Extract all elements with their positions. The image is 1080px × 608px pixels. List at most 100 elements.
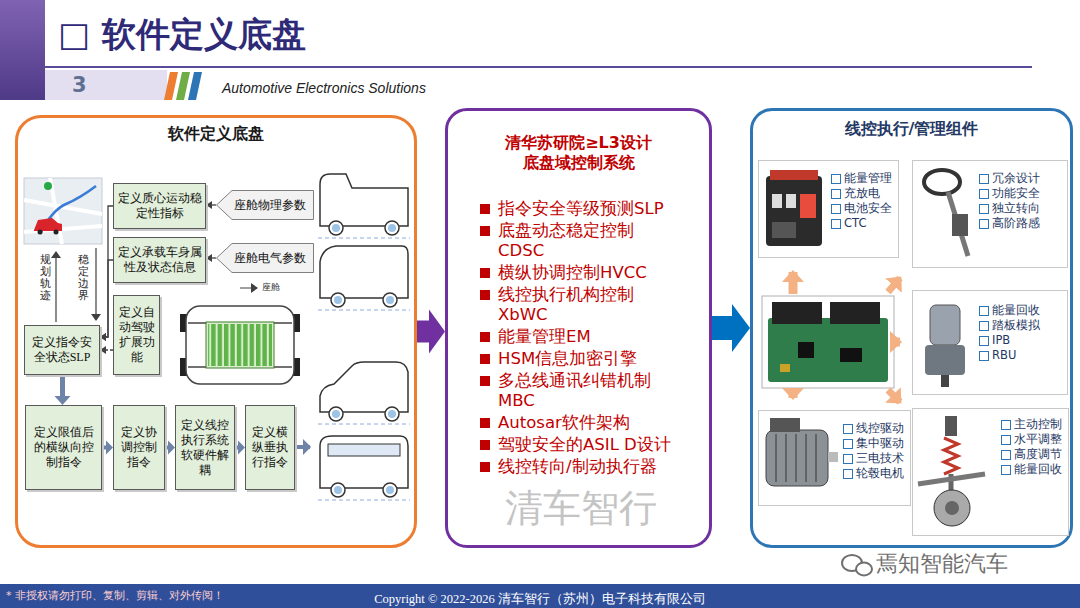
connector (235, 441, 245, 455)
bullet-square (480, 418, 490, 428)
bullet-item: 多总线通讯纠错机制MBC (498, 371, 658, 411)
connector-line (106, 349, 113, 350)
bullet-item: 指令安全等级预测SLP (498, 199, 683, 219)
label-slot: * 非授权请勿打印、复制、剪辑、对外传阅！ (6, 589, 224, 603)
bullet-item: 底盘动态稳定控制CDSC (498, 221, 648, 261)
connector (417, 310, 445, 354)
vehicle-picture (331, 483, 345, 497)
panel-title: 线控执行/管理组件 (753, 119, 1070, 139)
component-group: 线控驱动集中驱动三电技术轮毂电机 (758, 410, 911, 506)
bullet-item: 线控转向/制动执行器 (498, 457, 683, 477)
vehicle-picture (318, 238, 410, 500)
controller-board (830, 302, 880, 324)
checkbox-icon (843, 439, 853, 449)
connector (206, 254, 216, 262)
map-picture (54, 230, 59, 235)
flow-arrow (789, 272, 798, 294)
footer-band (0, 584, 1080, 608)
component-photo (918, 474, 985, 484)
feature-item: RBU (992, 348, 1016, 363)
feature-item: 高阶路感 (992, 216, 1040, 231)
vehicle-picture (332, 224, 396, 494)
vehicle-picture (334, 486, 342, 494)
arrow-box: 座舱物理参数 (216, 190, 314, 220)
box-label: 定义限值后的横纵向控制指令 (29, 425, 98, 470)
vehicle-picture (385, 407, 399, 421)
connector-line (212, 204, 216, 205)
process-box: 定义承载车身属性及状态信息 (113, 237, 206, 283)
feature-item: 能量管理 (844, 171, 892, 186)
arrow-head (100, 333, 106, 341)
signal-arrow (55, 252, 56, 322)
connector-line (212, 257, 216, 258)
controller-board (780, 364, 790, 372)
connector-line (235, 446, 238, 450)
header-band (176, 72, 190, 100)
connector (165, 441, 175, 455)
process-box: 定义限值后的横纵向控制指令 (25, 405, 102, 490)
label-slot: 座舱 (262, 282, 280, 293)
bullet-item: 横纵协调控制HVCC (498, 263, 683, 283)
bullet-item: Autosar软件架构 (498, 413, 683, 433)
checkbox-icon (1001, 435, 1011, 445)
box-label: 座舱物理参数 (234, 198, 306, 213)
process-box: 定义指令安全状态SLP (24, 325, 100, 375)
copyright: Copyright © 2022-2026 清车智行（苏州）电子科技有限公司 (374, 591, 706, 607)
component-photo (948, 192, 968, 256)
checkbox-icon (979, 174, 989, 184)
bullet-item: 线控执行机构控制XbWC (498, 285, 648, 325)
box-label: 定义自动驾驶扩展功能 (117, 305, 156, 365)
title-slot: □ 软件定义底盘 (58, 14, 306, 54)
flow-arrow (789, 390, 798, 398)
feature-item: 能量回收 (992, 303, 1040, 318)
component-group: 主动控制水平调整高度调节能量回收 (912, 408, 1069, 536)
component-photo (800, 194, 816, 218)
connector (102, 441, 113, 455)
box-label: 定义线控执行系统软硬件解耦 (179, 418, 231, 478)
box-label: 定义协调控制指令 (117, 425, 161, 470)
vehicle-picture (332, 224, 340, 232)
component-photo (776, 434, 816, 482)
vehicle-picture (320, 246, 408, 298)
bullet-item: 驾驶安全的ASIL D设计 (498, 435, 683, 455)
header-band (0, 0, 45, 100)
feature-item: 集中驱动 (856, 436, 904, 451)
connector-line (712, 316, 732, 340)
feature-item: 水平调整 (1014, 432, 1062, 447)
connector (100, 260, 113, 341)
chassis-picture (186, 306, 294, 384)
arrow-outline (217, 244, 314, 273)
vehicle-picture (331, 293, 345, 307)
checkbox-icon (979, 219, 989, 229)
bullet-square (480, 332, 490, 342)
bullet-item: 能量管理EM (498, 327, 683, 347)
process-box: 定义横纵垂执行指令 (245, 405, 295, 490)
checkbox-icon (979, 351, 989, 361)
header-band (188, 72, 202, 100)
header-band (164, 72, 178, 100)
checkbox-icon (843, 454, 853, 464)
arrow-outline (217, 191, 314, 220)
feature-item: 踏板模拟 (992, 318, 1040, 333)
vehicle-picture (388, 224, 396, 232)
component-photo (924, 170, 960, 194)
bullet-square (480, 226, 490, 236)
controller-board (840, 348, 862, 362)
panel: 线控执行/管理组件能量管理充放电电池安全CTC冗余设计功能安全独立转向高阶路感能… (750, 108, 1073, 548)
map-picture (24, 178, 102, 244)
arrow-head (55, 396, 71, 405)
signal-arrow (240, 288, 257, 289)
component-photo (945, 416, 957, 436)
connector (206, 201, 216, 209)
chassis-picture (180, 306, 300, 384)
vehicle-picture (320, 436, 408, 488)
flow-arrow (888, 390, 900, 402)
label-slot: 规划轨迹 (40, 254, 51, 302)
controller-board (798, 342, 814, 358)
vehicle-picture (388, 410, 396, 418)
connector (100, 206, 113, 341)
header-band (45, 70, 167, 100)
connector-line (417, 321, 429, 343)
connector-line (106, 206, 113, 337)
vehicle-picture (318, 174, 410, 500)
